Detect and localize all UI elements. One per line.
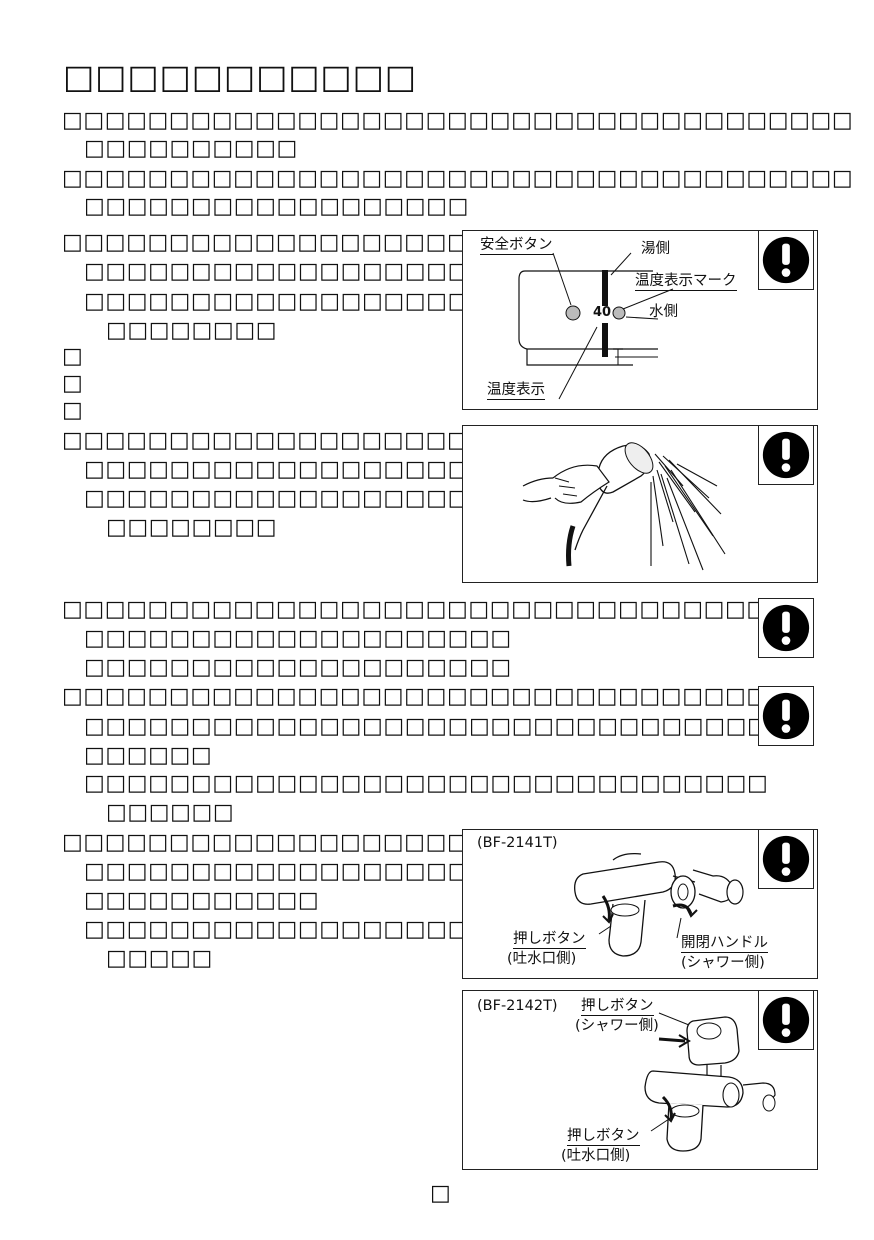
temperature-display-label: 温度表示 xyxy=(487,382,545,400)
paragraph-3-line-4: □□□□□□□□ xyxy=(106,318,278,343)
paragraph-4-line-3: □□□□□□□□□□□□□□□□□□□□ xyxy=(84,486,512,511)
paragraph-3-line-1: □□□□□□□□□□□□□□□□□□□□□ xyxy=(62,230,512,255)
paragraph-5-line-1: □□□□□□□□□□□□□□□□□□□□□□□□□□□□□□□□□□ xyxy=(62,597,790,622)
paragraph-5-line-2: □□□□□□□□□□□□□□□□□□□□ xyxy=(84,626,512,651)
push-button-spout-side-label: (吐水口側) xyxy=(561,1148,631,1164)
temperature-mark-label: 温度表示マーク xyxy=(635,273,737,291)
cold-side-label: 水側 xyxy=(649,304,678,320)
paragraph-2-line-2: □□□□□□□□□□□□□□□□□□ xyxy=(84,194,469,219)
paragraph-1-line-1: □□□□□□□□□□□□□□□□□□□□□□□□□□□□□□□□□□□□□ xyxy=(62,108,854,133)
paragraph-6-line-5: □□□□□□ xyxy=(106,800,235,825)
page-number: □ xyxy=(430,1181,452,1206)
exclamation-icon xyxy=(758,230,814,290)
shower-hand-illustration xyxy=(522,442,726,571)
faucet-control-illustration xyxy=(518,252,674,400)
paragraph-3-bullet-2: □ xyxy=(62,371,84,396)
paragraph-4-line-4: □□□□□□□□ xyxy=(106,515,278,540)
paragraph-7-line-1: □□□□□□□□□□□□□□□□□□□□□ xyxy=(62,830,512,855)
paragraph-4-line-1: □□□□□□□□□□□□□□□□□□□□□ xyxy=(62,428,512,453)
push-button-spout-side-label: (吐水口側) xyxy=(507,951,577,967)
paragraph-4-line-2: □□□□□□□□□□□□□□□□□□□□□ xyxy=(84,457,534,482)
exclamation-icon xyxy=(758,829,814,889)
push-button-label: 押しボタン xyxy=(513,931,586,949)
hot-side-label: 湯側 xyxy=(641,241,670,257)
paragraph-7-line-3: □□□□□□□□□□□ xyxy=(84,888,320,913)
paragraph-7-line-4: □□□□□□□□□□□□□□□□□□□□ xyxy=(84,917,512,942)
paragraph-1-line-2: □□□□□□□□□□ xyxy=(84,136,298,161)
open-close-handle-label: 開閉ハンドル xyxy=(681,935,768,953)
paragraph-7-line-2: □□□□□□□□□□□□□□□□□□□□ xyxy=(84,859,512,884)
handle-shower-side-label: (シャワー側) xyxy=(681,955,765,971)
paragraph-6-line-4: □□□□□□□□□□□□□□□□□□□□□□□□□□□□□□□□ xyxy=(84,771,769,796)
paragraph-6-line-2: □□□□□□□□□□□□□□□□□□□□□□□□□□□□□□□□□ xyxy=(84,714,790,739)
push-button-shower-side-label: (シャワー側) xyxy=(575,1018,659,1034)
exclamation-icon xyxy=(758,990,814,1050)
page-title: □□□□□□□□□□□ xyxy=(63,57,417,96)
paragraph-2-line-1: □□□□□□□□□□□□□□□□□□□□□□□□□□□□□□□□□□□□□ xyxy=(62,166,854,191)
paragraph-3-bullet-1: □ xyxy=(62,344,84,369)
safety-button-label: 安全ボタン xyxy=(480,237,553,255)
paragraph-6-line-3: □□□□□□ xyxy=(84,743,213,768)
bf2141t-model-label: (BF-2141T) xyxy=(477,835,558,851)
push-button-shower-label: 押しボタン xyxy=(581,998,654,1016)
paragraph-3-bullet-3: □ xyxy=(62,398,84,423)
paragraph-6-line-1: □□□□□□□□□□□□□□□□□□□□□□□□□□□□□□□□□□ xyxy=(62,684,790,709)
bf2141t-faucet-illustration xyxy=(574,853,744,957)
paragraph-7-line-5: □□□□□ xyxy=(106,946,213,971)
bf2142t-faucet-illustration xyxy=(644,1012,776,1152)
paragraph-5-line-3: □□□□□□□□□□□□□□□□□□□□ xyxy=(84,655,512,680)
paragraph-3-line-3: □□□□□□□□□□□□□□□□□□□□ xyxy=(84,289,512,314)
bf2142t-model-label: (BF-2142T) xyxy=(477,998,558,1014)
exclamation-icon xyxy=(758,425,814,485)
exclamation-icon xyxy=(758,686,814,746)
paragraph-3-line-2: □□□□□□□□□□□□□□□□□□□□□ xyxy=(84,259,534,284)
temperature-value: 40 xyxy=(593,305,612,320)
push-button-spout-label: 押しボタン xyxy=(567,1128,640,1146)
exclamation-icon xyxy=(758,598,814,658)
